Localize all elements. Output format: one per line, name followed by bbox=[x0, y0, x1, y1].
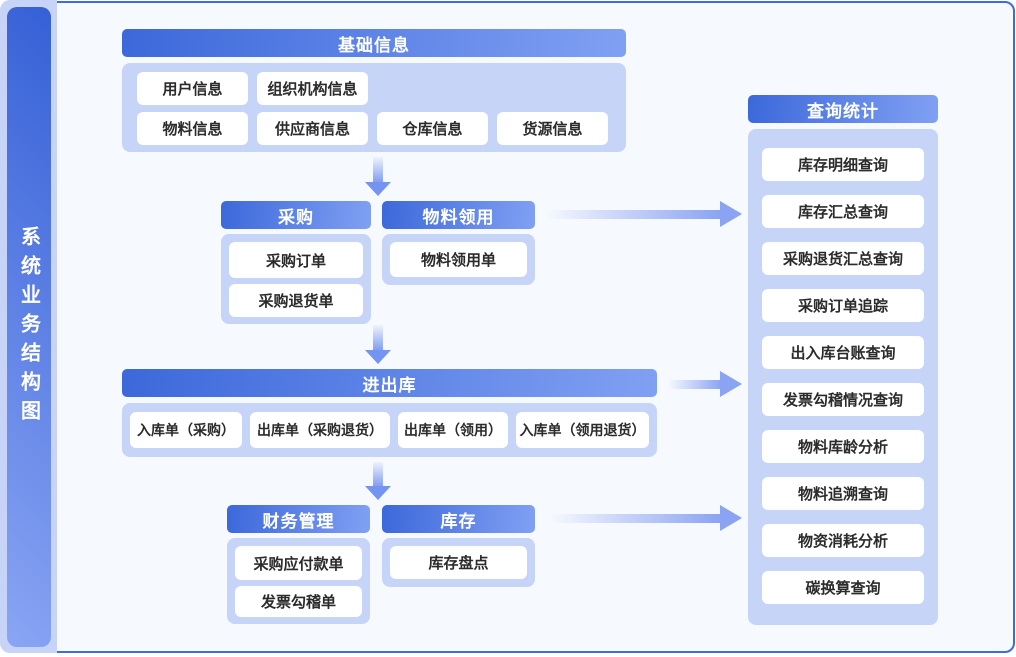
section-box-base-info: 用户信息 组织机构信息 物料信息 供应商信息 仓库信息 货源信息 bbox=[122, 63, 626, 152]
node-inbound-requisition-return: 入库单（领用退货） bbox=[516, 412, 649, 448]
node-invoice-reconcile: 发票勾稽单 bbox=[235, 586, 362, 617]
section-header-inout: 进出库 bbox=[122, 369, 657, 397]
sidebar: 系统业务结构图 bbox=[7, 7, 51, 647]
arrow-down-icon bbox=[365, 182, 391, 196]
node-purchase-return: 采购退货单 bbox=[229, 284, 363, 317]
node-stock-detail-query: 库存明细查询 bbox=[762, 148, 924, 181]
node-material-consumption-analysis: 物资消耗分析 bbox=[762, 524, 924, 557]
arrow-down-icon bbox=[365, 486, 391, 500]
node-outbound-requisition: 出库单（领用） bbox=[398, 412, 508, 448]
node-purchase-order: 采购订单 bbox=[229, 242, 363, 278]
arrow-down-icon bbox=[373, 325, 383, 351]
node-org-info: 组织机构信息 bbox=[257, 72, 368, 105]
node-purchase-payable: 采购应付款单 bbox=[235, 546, 362, 580]
section-header-inventory: 库存 bbox=[382, 505, 535, 533]
sidebar-title: 系统业务结构图 bbox=[17, 225, 40, 429]
section-header-requisition: 物料领用 bbox=[382, 201, 535, 229]
arrow-right-icon bbox=[546, 210, 722, 219]
arrow-right-icon bbox=[550, 514, 722, 523]
node-user-info: 用户信息 bbox=[137, 72, 248, 105]
arrow-down-icon bbox=[365, 350, 391, 364]
node-warehouse-info: 仓库信息 bbox=[377, 112, 488, 145]
arrow-right-icon bbox=[668, 380, 722, 389]
section-box-purchase: 采购订单 采购退货单 bbox=[221, 234, 371, 324]
node-supplier-info: 供应商信息 bbox=[257, 112, 368, 145]
section-box-query: 库存明细查询 库存汇总查询 采购退货汇总查询 采购订单追踪 出入库台账查询 发票… bbox=[748, 129, 938, 625]
node-outbound-purchase-return: 出库单（采购退货） bbox=[250, 412, 390, 448]
arrow-down-icon bbox=[373, 462, 383, 487]
node-carbon-conversion-query: 碳换算查询 bbox=[762, 571, 924, 604]
section-box-requisition: 物料领用单 bbox=[382, 234, 535, 285]
node-inbound-purchase: 入库单（采购） bbox=[130, 412, 242, 448]
section-header-base-info: 基础信息 bbox=[122, 29, 626, 57]
node-source-info: 货源信息 bbox=[497, 112, 608, 145]
node-purchase-return-summary-query: 采购退货汇总查询 bbox=[762, 242, 924, 275]
node-purchase-order-tracking: 采购订单追踪 bbox=[762, 289, 924, 322]
node-material-trace-query: 物料追溯查询 bbox=[762, 477, 924, 510]
section-box-inout: 入库单（采购） 出库单（采购退货） 出库单（领用） 入库单（领用退货） bbox=[122, 403, 657, 457]
node-stocktake: 库存盘点 bbox=[390, 546, 527, 579]
arrow-right-icon bbox=[720, 505, 742, 531]
arrow-right-icon bbox=[720, 201, 742, 227]
node-stock-summary-query: 库存汇总查询 bbox=[762, 195, 924, 228]
section-box-inventory: 库存盘点 bbox=[382, 538, 535, 587]
section-box-finance: 采购应付款单 发票勾稽单 bbox=[227, 538, 370, 624]
node-material-info: 物料信息 bbox=[137, 112, 248, 145]
section-header-query: 查询统计 bbox=[748, 95, 938, 123]
section-header-purchase: 采购 bbox=[221, 201, 371, 229]
arrow-right-icon bbox=[720, 371, 742, 397]
node-inout-ledger-query: 出入库台账查询 bbox=[762, 336, 924, 369]
node-material-aging-analysis: 物料库龄分析 bbox=[762, 430, 924, 463]
section-header-finance: 财务管理 bbox=[227, 505, 370, 533]
node-requisition-form: 物料领用单 bbox=[390, 242, 527, 277]
node-invoice-reconcile-status-query: 发票勾稽情况查询 bbox=[762, 383, 924, 416]
arrow-down-icon bbox=[373, 157, 383, 183]
